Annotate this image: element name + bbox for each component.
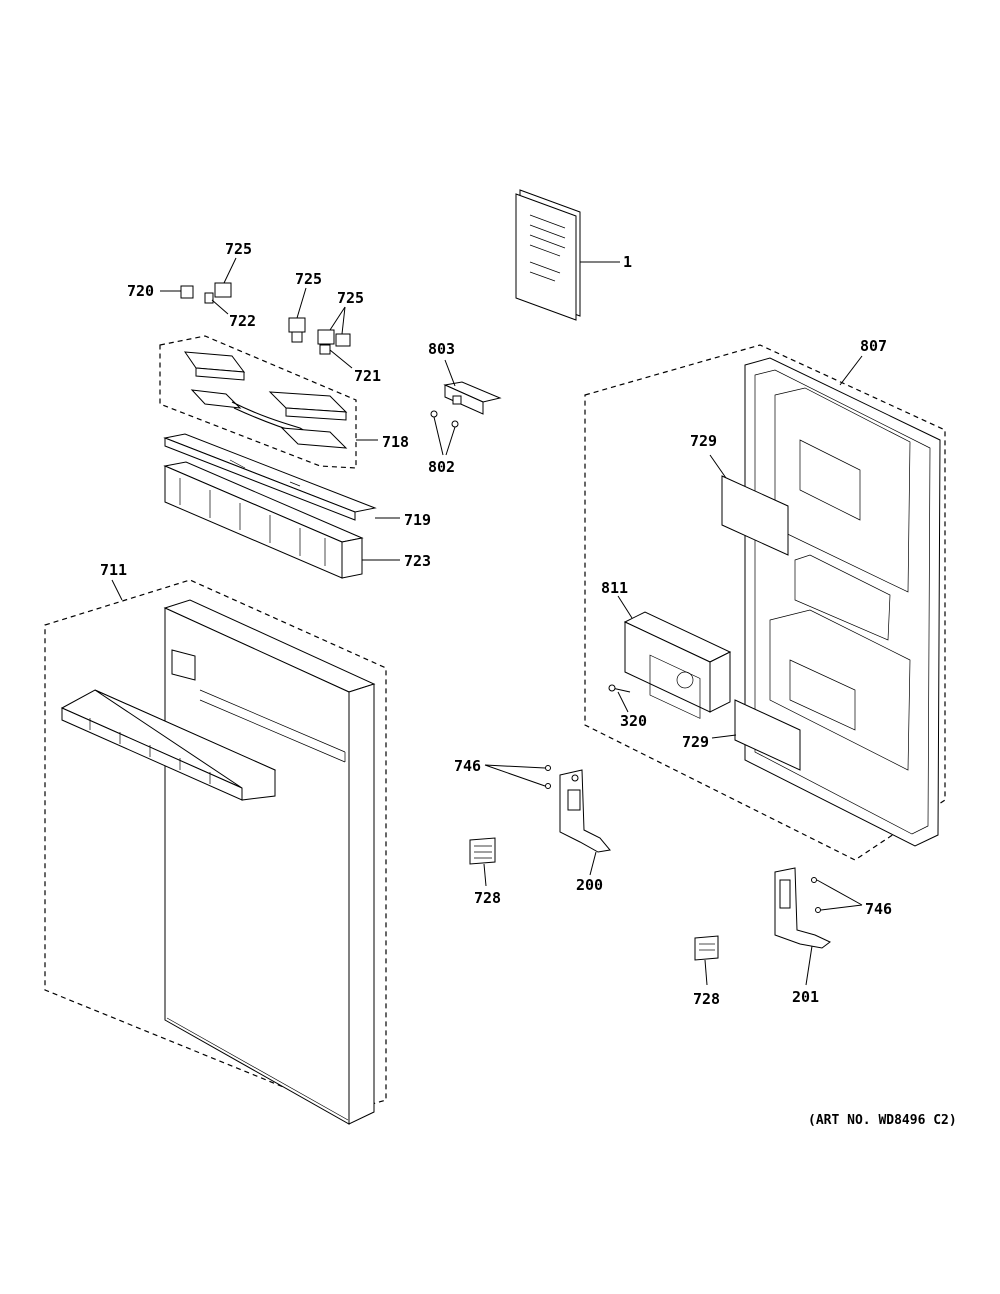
bracket-and-screws [430, 359, 502, 456]
callout-320: 320 [620, 712, 647, 730]
callout-729-top: 729 [690, 432, 717, 450]
callout-729-bottom: 729 [682, 733, 709, 751]
callout-802: 802 [428, 458, 455, 476]
callout-728-right: 728 [693, 990, 720, 1008]
callout-722: 722 [229, 312, 256, 330]
control-board-assembly [159, 335, 378, 469]
callout-811: 811 [601, 579, 628, 597]
outer-door-panel [44, 579, 387, 1125]
callout-200: 200 [576, 876, 603, 894]
callout-746-right: 746 [865, 900, 892, 918]
clip-parts-group [160, 257, 353, 369]
callout-725-top: 725 [225, 240, 252, 258]
callout-721: 721 [354, 367, 381, 385]
callout-720: 720 [127, 282, 154, 300]
bumper-left [469, 837, 496, 887]
manual-booklet [515, 189, 620, 321]
panel-strip [163, 433, 400, 521]
callout-718: 718 [382, 433, 409, 451]
callout-711: 711 [100, 561, 127, 579]
hinge-left [484, 764, 611, 876]
callout-719: 719 [404, 511, 431, 529]
callout-723: 723 [404, 552, 431, 570]
hinge-right [774, 867, 863, 986]
art-number: (ART NO. WD8496 C2) [808, 1113, 957, 1128]
callout-725-right: 725 [337, 289, 364, 307]
bumper-right [694, 935, 719, 986]
callout-728-left: 728 [474, 889, 501, 907]
callout-746-left: 746 [454, 757, 481, 775]
callout-803: 803 [428, 340, 455, 358]
callout-725-middle: 725 [295, 270, 322, 288]
callout-807: 807 [860, 337, 887, 355]
callout-201: 201 [792, 988, 819, 1006]
callout-1: 1 [623, 253, 632, 271]
control-housing [163, 461, 400, 579]
inner-door-panel [584, 344, 946, 861]
